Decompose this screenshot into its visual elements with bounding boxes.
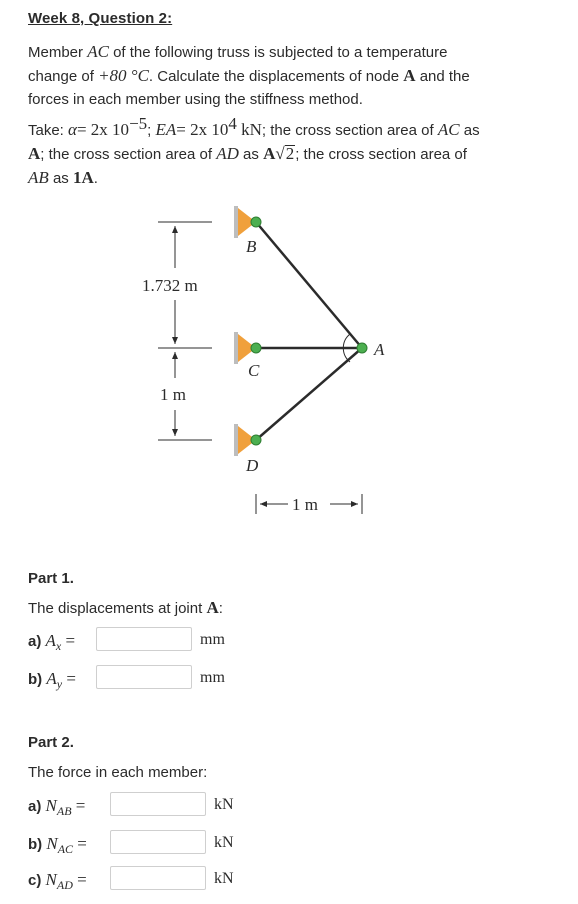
- unit-ay: mm: [200, 669, 225, 686]
- member-symbol: AC: [87, 42, 109, 61]
- wall-b: [234, 206, 238, 238]
- dim-label-vertical-top: 1.732 m: [142, 276, 198, 295]
- answer-input-nab[interactable]: [110, 792, 206, 816]
- answer-input-nac[interactable]: [110, 830, 206, 854]
- node-d: [250, 434, 262, 446]
- support-b-icon: [238, 208, 256, 236]
- part2-heading: Part 2.: [28, 734, 74, 751]
- unit-nad: kN: [214, 870, 234, 887]
- node-b: [250, 216, 262, 228]
- dim-label-horizontal: 1 m: [292, 495, 318, 514]
- question-title: Week 8, Question 2:: [28, 10, 173, 27]
- node-a: [356, 342, 368, 354]
- node-c: [250, 342, 262, 354]
- label-a: A: [373, 340, 385, 359]
- part2-prompt: The force in each member:: [28, 764, 208, 781]
- unit-ax: mm: [200, 631, 225, 648]
- given-values: Take: α= 2x 10−5; EA= 2x 104 kN; the cro…: [28, 114, 480, 187]
- problem-statement: Member AC of the following truss is subj…: [28, 42, 470, 108]
- member-ad: [255, 347, 363, 441]
- angle-arc: [342, 333, 351, 363]
- node-symbol: A: [403, 66, 416, 85]
- sqrt-two: 2: [284, 144, 296, 163]
- unit-nac: kN: [214, 834, 234, 851]
- unit-nab: kN: [214, 796, 234, 813]
- member-ab: [255, 221, 363, 349]
- answer-input-ay[interactable]: [96, 665, 192, 689]
- temperature-value: +80 °C: [98, 66, 149, 85]
- dim-label-vertical-bottom: 1 m: [160, 385, 186, 404]
- wall-supports: [234, 206, 238, 456]
- wall-c: [234, 332, 238, 364]
- part1-heading: Part 1.: [28, 570, 74, 587]
- wall-d: [234, 424, 238, 456]
- support-d-icon: [238, 426, 256, 454]
- label-c: C: [248, 361, 260, 380]
- label-b: B: [246, 237, 257, 256]
- label-d: D: [245, 456, 259, 475]
- answer-input-ax[interactable]: [96, 627, 192, 651]
- part1-prompt: The displacements at joint A:: [28, 598, 223, 617]
- answer-input-nad[interactable]: [110, 866, 206, 890]
- support-c-icon: [238, 334, 256, 362]
- truss-diagram: B C D A 1.732 m 1 m 1 m: [142, 206, 385, 514]
